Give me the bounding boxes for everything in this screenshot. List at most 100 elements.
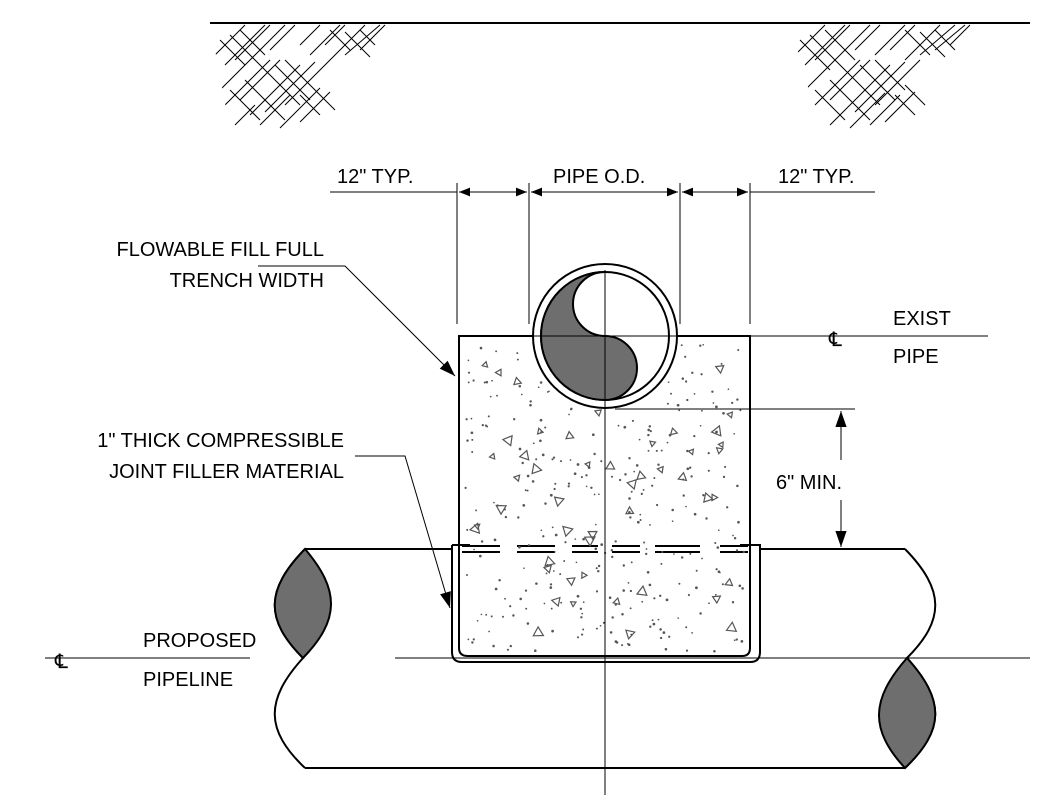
aggregate-stone bbox=[569, 601, 578, 608]
aggregate-dot bbox=[580, 616, 583, 619]
aggregate-dot bbox=[590, 486, 593, 489]
aggregate-stone bbox=[532, 625, 545, 637]
aggregate-dot bbox=[582, 601, 585, 603]
aggregate-dot bbox=[494, 587, 498, 591]
aggregate-dot bbox=[532, 442, 535, 445]
aggregate-dot bbox=[656, 503, 659, 507]
aggregate-stone bbox=[669, 426, 679, 436]
aggregate-dot bbox=[595, 590, 599, 593]
aggregate-dot bbox=[541, 453, 545, 457]
dim-left-label: 12" TYP. bbox=[337, 166, 413, 188]
aggregate-dot bbox=[733, 639, 736, 642]
aggregate-dot bbox=[593, 493, 596, 496]
aggregate-stone bbox=[536, 427, 545, 435]
aggregate-stone bbox=[501, 434, 513, 447]
aggregate-dot bbox=[593, 452, 596, 456]
aggregate-dot bbox=[714, 593, 717, 596]
aggregate-dot bbox=[466, 439, 469, 442]
aggregate-dot bbox=[708, 602, 710, 605]
aggregate-dot bbox=[484, 424, 488, 427]
aggregate-stone bbox=[626, 478, 638, 491]
joint-filler-callout: 1" THICK COMPRESSIBLE JOINT FILLER MATER… bbox=[97, 430, 451, 609]
aggregate-stone bbox=[612, 596, 621, 606]
aggregate-dot bbox=[659, 628, 662, 631]
aggregate-dot bbox=[635, 464, 639, 467]
aggregate-stone bbox=[635, 584, 648, 597]
aggregate-dot bbox=[666, 441, 669, 444]
aggregate-dot bbox=[713, 650, 716, 653]
aggregate-dot bbox=[466, 528, 469, 531]
aggregate-dot bbox=[473, 548, 475, 551]
aggregate-dot bbox=[738, 584, 742, 588]
aggregate-dot bbox=[702, 343, 705, 346]
aggregate-dot bbox=[554, 533, 558, 537]
aggregate-dot bbox=[668, 635, 671, 638]
aggregate-dot bbox=[695, 586, 698, 590]
aggregate-dot bbox=[549, 493, 553, 497]
aggregate-dot bbox=[543, 602, 546, 605]
leader-line bbox=[258, 265, 456, 377]
aggregate-stone bbox=[562, 525, 574, 538]
aggregate-dot bbox=[641, 600, 644, 603]
aggregate-stone bbox=[565, 577, 576, 587]
aggregate-stone bbox=[593, 409, 603, 418]
aggregate-dot bbox=[522, 504, 526, 507]
aggregate-dot bbox=[564, 541, 567, 544]
exist-label-line2: PIPE bbox=[893, 346, 939, 368]
aggregate-dot bbox=[518, 545, 521, 549]
aggregate-dot bbox=[712, 402, 715, 404]
aggregate-dot bbox=[678, 409, 681, 412]
earth-hatch-right bbox=[794, 24, 971, 129]
aggregate-dot bbox=[600, 543, 604, 546]
earth-hatch-left bbox=[214, 24, 386, 129]
aggregate-dot bbox=[742, 550, 745, 554]
aggregate-dot bbox=[567, 482, 571, 485]
aggregate-dot bbox=[467, 381, 470, 384]
aggregate-dot bbox=[621, 644, 624, 647]
aggregate-stone bbox=[725, 621, 738, 633]
aggregate-dot bbox=[554, 482, 557, 485]
aggregate-dot bbox=[627, 643, 631, 647]
min-clearance-dimension: 6" MIN. bbox=[615, 408, 855, 547]
aggregate-dot bbox=[652, 622, 656, 626]
aggregate-dot bbox=[580, 476, 583, 479]
aggregate-dot bbox=[699, 344, 702, 347]
aggregate-dot bbox=[531, 480, 535, 483]
aggregate-dot bbox=[735, 638, 738, 641]
aggregate-dot bbox=[491, 379, 493, 382]
aggregate-dot bbox=[715, 568, 718, 571]
aggregate-dot bbox=[537, 386, 540, 389]
top-dimension: 12" TYP. PIPE O.D. 12" TYP. bbox=[330, 166, 875, 324]
aggregate-dot bbox=[653, 477, 656, 479]
exist-label-line1: EXIST bbox=[893, 308, 951, 330]
aggregate-stone bbox=[542, 564, 553, 574]
aggregate-dot bbox=[490, 615, 493, 618]
aggregate-dot bbox=[685, 505, 687, 508]
aggregate-dot bbox=[548, 390, 550, 393]
aggregate-dot bbox=[608, 596, 612, 599]
aggregate-dot bbox=[638, 438, 641, 441]
aggregate-dot bbox=[614, 640, 618, 643]
aggregate-dot bbox=[534, 649, 537, 652]
aggregate-stone bbox=[714, 364, 725, 375]
aggregate-stone bbox=[624, 505, 635, 515]
aggregate-dot bbox=[552, 570, 555, 572]
aggregate-dot bbox=[475, 509, 478, 512]
aggregate-dot bbox=[527, 544, 531, 547]
aggregate-dot bbox=[492, 644, 495, 648]
aggregate-stone bbox=[604, 460, 616, 470]
aggregate-dot bbox=[479, 346, 483, 350]
aggregate-dot bbox=[480, 540, 484, 543]
aggregate-dot bbox=[660, 449, 663, 452]
aggregate-dot bbox=[686, 467, 690, 471]
aggregate-dot bbox=[627, 582, 630, 584]
aggregate-dot bbox=[524, 589, 528, 592]
aggregate-dot bbox=[737, 520, 740, 524]
aggregate-dot bbox=[488, 630, 490, 633]
aggregate-stone bbox=[583, 536, 596, 548]
aggregate-dot bbox=[665, 598, 669, 602]
dim-center-label: PIPE O.D. bbox=[553, 166, 645, 188]
aggregate-dot bbox=[529, 400, 532, 403]
aggregate-stone bbox=[587, 530, 598, 541]
aggregate-dot bbox=[685, 626, 688, 629]
